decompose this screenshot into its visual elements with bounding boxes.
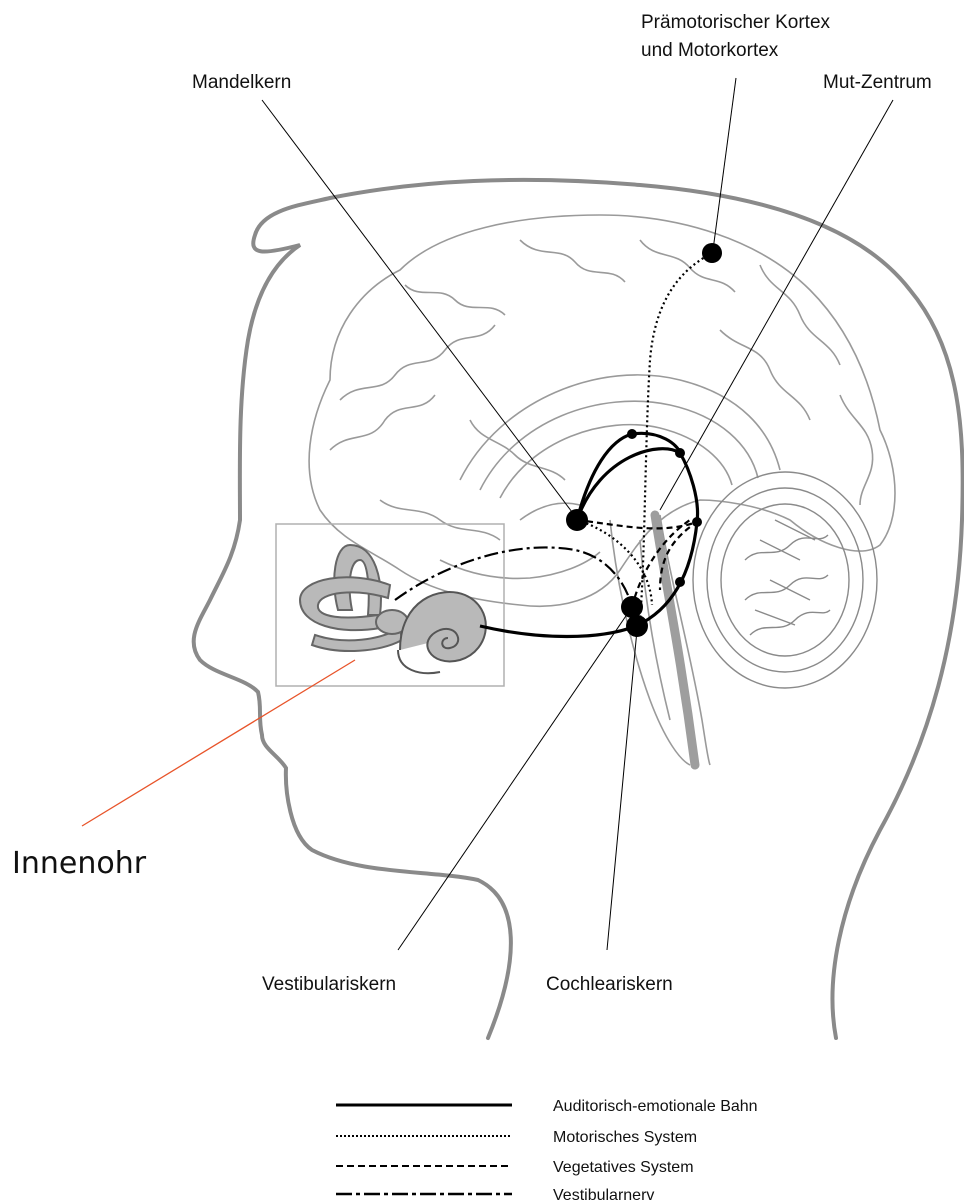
label-vestibulariskern: Vestibulariskern (262, 974, 396, 995)
label-premotor-line2: und Motorkortex (641, 40, 779, 61)
legend-label: Vestibularnerv (553, 1187, 654, 1204)
relay-node-2 (675, 448, 685, 458)
mandelkern-leader (262, 100, 572, 512)
mut-zentrum-leader (660, 100, 893, 510)
premotor-leader (713, 78, 736, 250)
relay-node-1 (627, 429, 637, 439)
inner-ear-illustration (300, 545, 486, 673)
legend-item-solid: Auditorisch-emotionale Bahn (336, 1098, 758, 1115)
legend-item-dash-dot: Vestibularnerv (336, 1187, 654, 1204)
label-innenohr: Innenohr (12, 846, 147, 881)
legend-label: Vegetatives System (553, 1159, 694, 1176)
vestibulariskern-leader (398, 610, 630, 950)
auditory-emotional-path-inner (577, 449, 680, 520)
brain (309, 215, 895, 765)
cerebellum (693, 472, 877, 688)
legend-item-dashed: Vegetatives System (336, 1159, 694, 1176)
premotor-node (702, 243, 722, 263)
legend-item-dotted: Motorisches System (336, 1129, 697, 1146)
relay-node-3 (692, 517, 702, 527)
relay-node-4 (675, 577, 685, 587)
vestibular-nucleus-node (621, 596, 643, 618)
innenohr-leader (82, 660, 355, 826)
label-premotor-line1: Prämotorischer Kortex (641, 12, 831, 33)
label-cochleariskern: Cochleariskern (546, 974, 673, 995)
amygdala-node (566, 509, 588, 531)
label-mandelkern: Mandelkern (192, 72, 291, 93)
cochleariskern-leader (607, 630, 637, 950)
auditory-emotional-path-amygdala (577, 433, 680, 520)
label-mut-zentrum: Mut-Zentrum (823, 72, 932, 93)
legend-label: Motorisches System (553, 1129, 697, 1146)
legend-label: Auditorisch-emotionale Bahn (553, 1098, 758, 1115)
legend: Auditorisch-emotionale Bahn Motorisches … (336, 1098, 758, 1204)
